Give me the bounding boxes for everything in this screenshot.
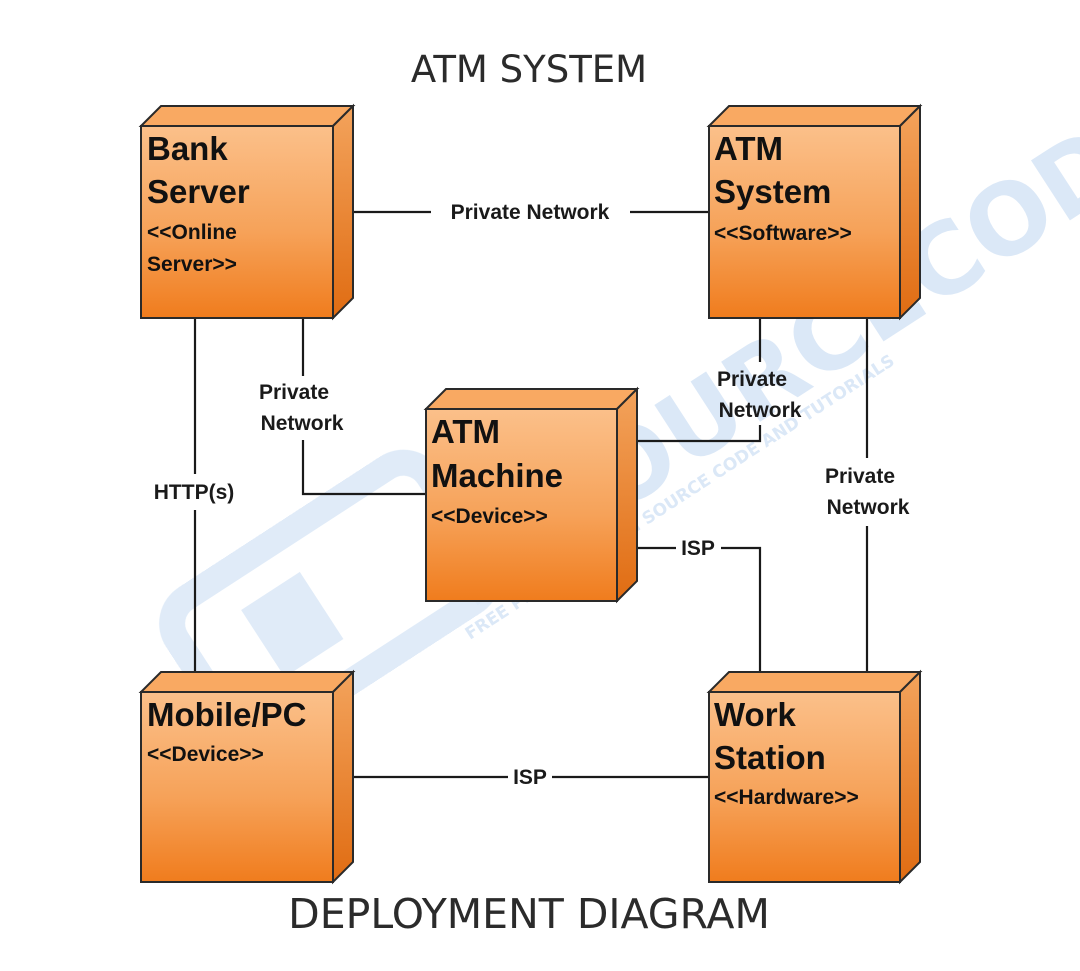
edge-labels: Private Network Private Network Private … <box>154 201 910 789</box>
node-bank-server-side <box>332 103 354 321</box>
node-mobile-pc-face <box>140 691 334 883</box>
edge-label-bank-atm-system: Private Network <box>451 201 610 224</box>
node-mobile-pc-stereotype: <<Device>> <box>147 743 264 766</box>
edge-label-bank-atm-machine-line2: Network <box>261 412 344 435</box>
node-atm-machine-title-line1: ATM <box>431 413 500 450</box>
node-atm-system-title-line2: System <box>714 173 831 210</box>
node-work-station-face <box>708 691 901 883</box>
edge-bank-atm-machine-bottom <box>301 440 426 496</box>
edge-label-atm-machine-work-station: ISP <box>681 537 715 560</box>
node-atm-machine-stereotype: <<Device>> <box>431 505 548 528</box>
edge-label-atm-system-atm-machine-line2: Network <box>719 399 802 422</box>
node-atm-machine-top <box>423 388 640 410</box>
node-work-station-top <box>706 671 923 693</box>
edge-label-mobile-work-station: ISP <box>513 766 547 789</box>
node-work-station-stereotype: <<Hardware>> <box>714 786 859 809</box>
node-work-station-title-line1: Work <box>714 696 797 733</box>
node-work-station: Work Station <<Hardware>> <box>706 669 923 885</box>
edge-atm-machine-work-station-right <box>721 546 762 672</box>
node-atm-system-title-line1: ATM <box>714 130 783 167</box>
edge-label-atm-system-work-station-line2: Network <box>827 496 910 519</box>
node-bank-server-top <box>138 105 356 127</box>
edge-atm-system-atm-machine-bottom <box>637 425 762 443</box>
node-atm-system: ATM System <<Software>> <box>706 103 923 321</box>
node-work-station-title-line2: Station <box>714 739 826 776</box>
edge-label-atm-system-atm-machine-line1: Private <box>717 368 787 391</box>
node-bank-server-stereotype-line1: <<Online <box>147 221 237 244</box>
node-mobile-pc-top <box>138 671 356 693</box>
node-mobile-pc-side <box>332 669 354 885</box>
diagram-title: ATM SYSTEM <box>411 48 647 91</box>
edge-label-bank-atm-machine-line1: Private <box>259 381 329 404</box>
node-atm-system-side <box>899 103 921 321</box>
node-bank-server-stereotype-line2: Server>> <box>147 253 237 276</box>
node-atm-system-top <box>706 105 923 127</box>
node-atm-machine-face <box>425 408 618 602</box>
node-mobile-pc-title: Mobile/PC <box>147 696 307 733</box>
edge-label-bank-mobile: HTTP(s) <box>154 481 235 504</box>
node-atm-machine-title-line2: Machine <box>431 457 563 494</box>
node-bank-server: Bank Server <<Online Server>> <box>138 103 356 321</box>
node-bank-server-title-line1: Bank <box>147 130 228 167</box>
node-atm-system-stereotype: <<Software>> <box>714 222 852 245</box>
node-atm-machine-side <box>616 386 638 604</box>
node-atm-system-face <box>708 125 901 319</box>
node-atm-machine: ATM Machine <<Device>> <box>423 386 640 604</box>
connections <box>193 210 869 779</box>
diagram-footer: DEPLOYMENT DIAGRAM <box>288 890 770 938</box>
node-work-station-side <box>899 669 921 885</box>
edge-label-atm-system-work-station-line1: Private <box>825 465 895 488</box>
node-bank-server-face <box>140 125 334 319</box>
node-mobile-pc: Mobile/PC <<Device>> <box>138 669 356 885</box>
node-bank-server-title-line2: Server <box>147 173 250 210</box>
